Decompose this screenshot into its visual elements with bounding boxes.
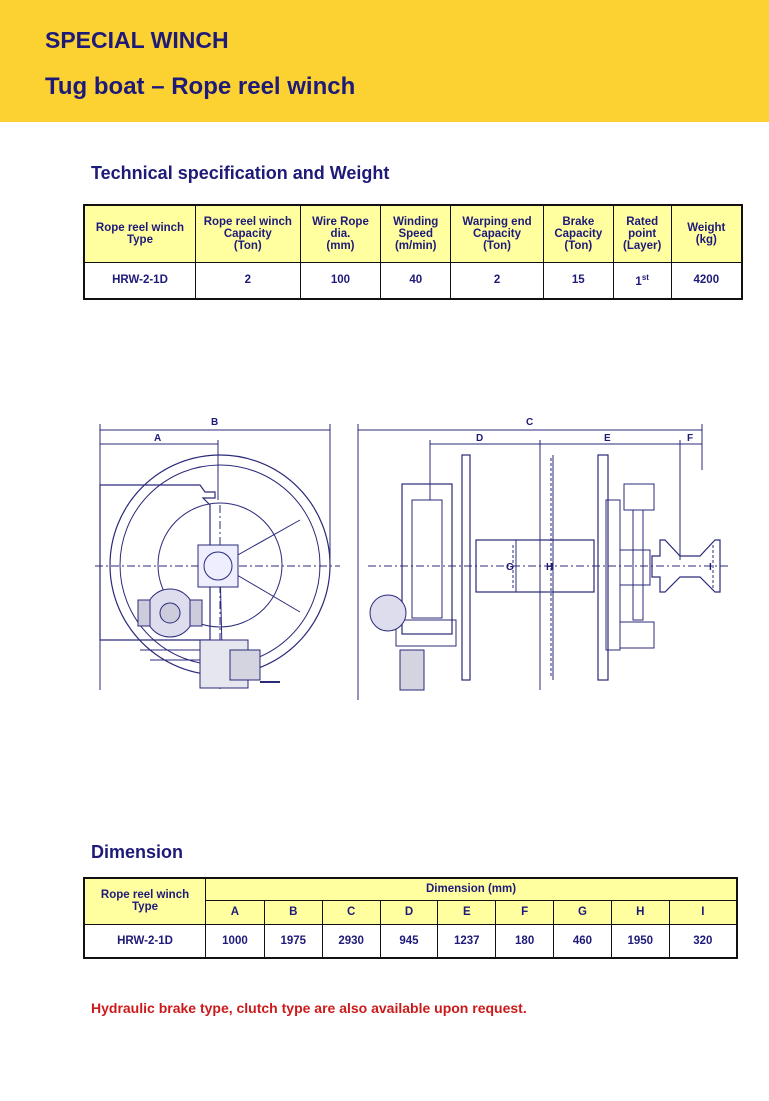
- spec-cell-capacity: 2: [194, 261, 301, 300]
- dim-label-c: C: [526, 417, 533, 428]
- spec-cell-rope-dia: 100: [299, 261, 382, 300]
- spec-cell-speed: 40: [380, 261, 452, 300]
- dim-label-d: D: [476, 433, 483, 444]
- dimension-col-row: A B C D E F G H I: [84, 899, 738, 925]
- dim-label-b: B: [211, 417, 218, 428]
- dimension-cell-a: 1000: [205, 923, 265, 959]
- table-row: HRW-2-1D 1000 1975 2930 945 1237 180 460…: [83, 923, 738, 959]
- header-banner: SPECIAL WINCH Tug boat – Rope reel winch: [0, 0, 769, 122]
- winch-drawing: B A C D E F G H I: [95, 417, 730, 700]
- page-title: SPECIAL WINCH: [45, 27, 229, 53]
- spec-header-weight: Weight(kg): [670, 204, 743, 263]
- dim-label-g: G: [506, 562, 514, 573]
- dimension-col-g: G: [553, 899, 612, 925]
- dim-label-i: I: [709, 562, 712, 573]
- dimension-cell-h: 1950: [610, 923, 670, 959]
- page-subtitle: Tug boat – Rope reel winch: [45, 73, 356, 100]
- dimension-group-header: Dimension (mm): [205, 877, 738, 901]
- dim-label-e: E: [604, 433, 611, 444]
- dimension-cell-g: 460: [553, 923, 612, 959]
- dimension-cell-type: HRW-2-1D: [83, 923, 207, 959]
- dim-label-h: H: [546, 562, 553, 573]
- dimension-col-b: B: [263, 899, 323, 925]
- spec-cell-rated: 1st: [612, 261, 672, 300]
- spec-cell-type: HRW-2-1D: [83, 261, 196, 300]
- dimension-col-h: H: [610, 899, 670, 925]
- dim-label-f: F: [687, 433, 693, 444]
- dimension-col-d: D: [379, 899, 439, 925]
- dimension-cell-e: 1237: [437, 923, 497, 959]
- spec-cell-warping: 2: [450, 261, 544, 300]
- spec-section-title: Technical specification and Weight: [91, 163, 390, 183]
- dimension-cell-f: 180: [495, 923, 555, 959]
- dimension-col-f: F: [495, 899, 555, 925]
- spec-cell-weight: 4200: [670, 261, 743, 300]
- dimension-cell-c: 2930: [321, 923, 381, 959]
- dimension-col-e: E: [437, 899, 497, 925]
- dimension-col-c: C: [321, 899, 381, 925]
- spec-cell-brake: 15: [542, 261, 614, 300]
- dimension-col-a: A: [205, 899, 265, 925]
- dimension-cell-b: 1975: [263, 923, 323, 959]
- dimension-section-title: Dimension: [91, 842, 184, 862]
- table-row: HRW-2-1D 2 100 40 2 15 1st 4200: [83, 261, 743, 300]
- dimension-cell-d: 945: [379, 923, 439, 959]
- dimension-col-i: I: [668, 899, 738, 925]
- dimension-cell-i: 320: [668, 923, 738, 959]
- availability-note: Hydraulic brake type, clutch type are al…: [91, 1000, 527, 1016]
- dim-label-a: A: [154, 433, 161, 444]
